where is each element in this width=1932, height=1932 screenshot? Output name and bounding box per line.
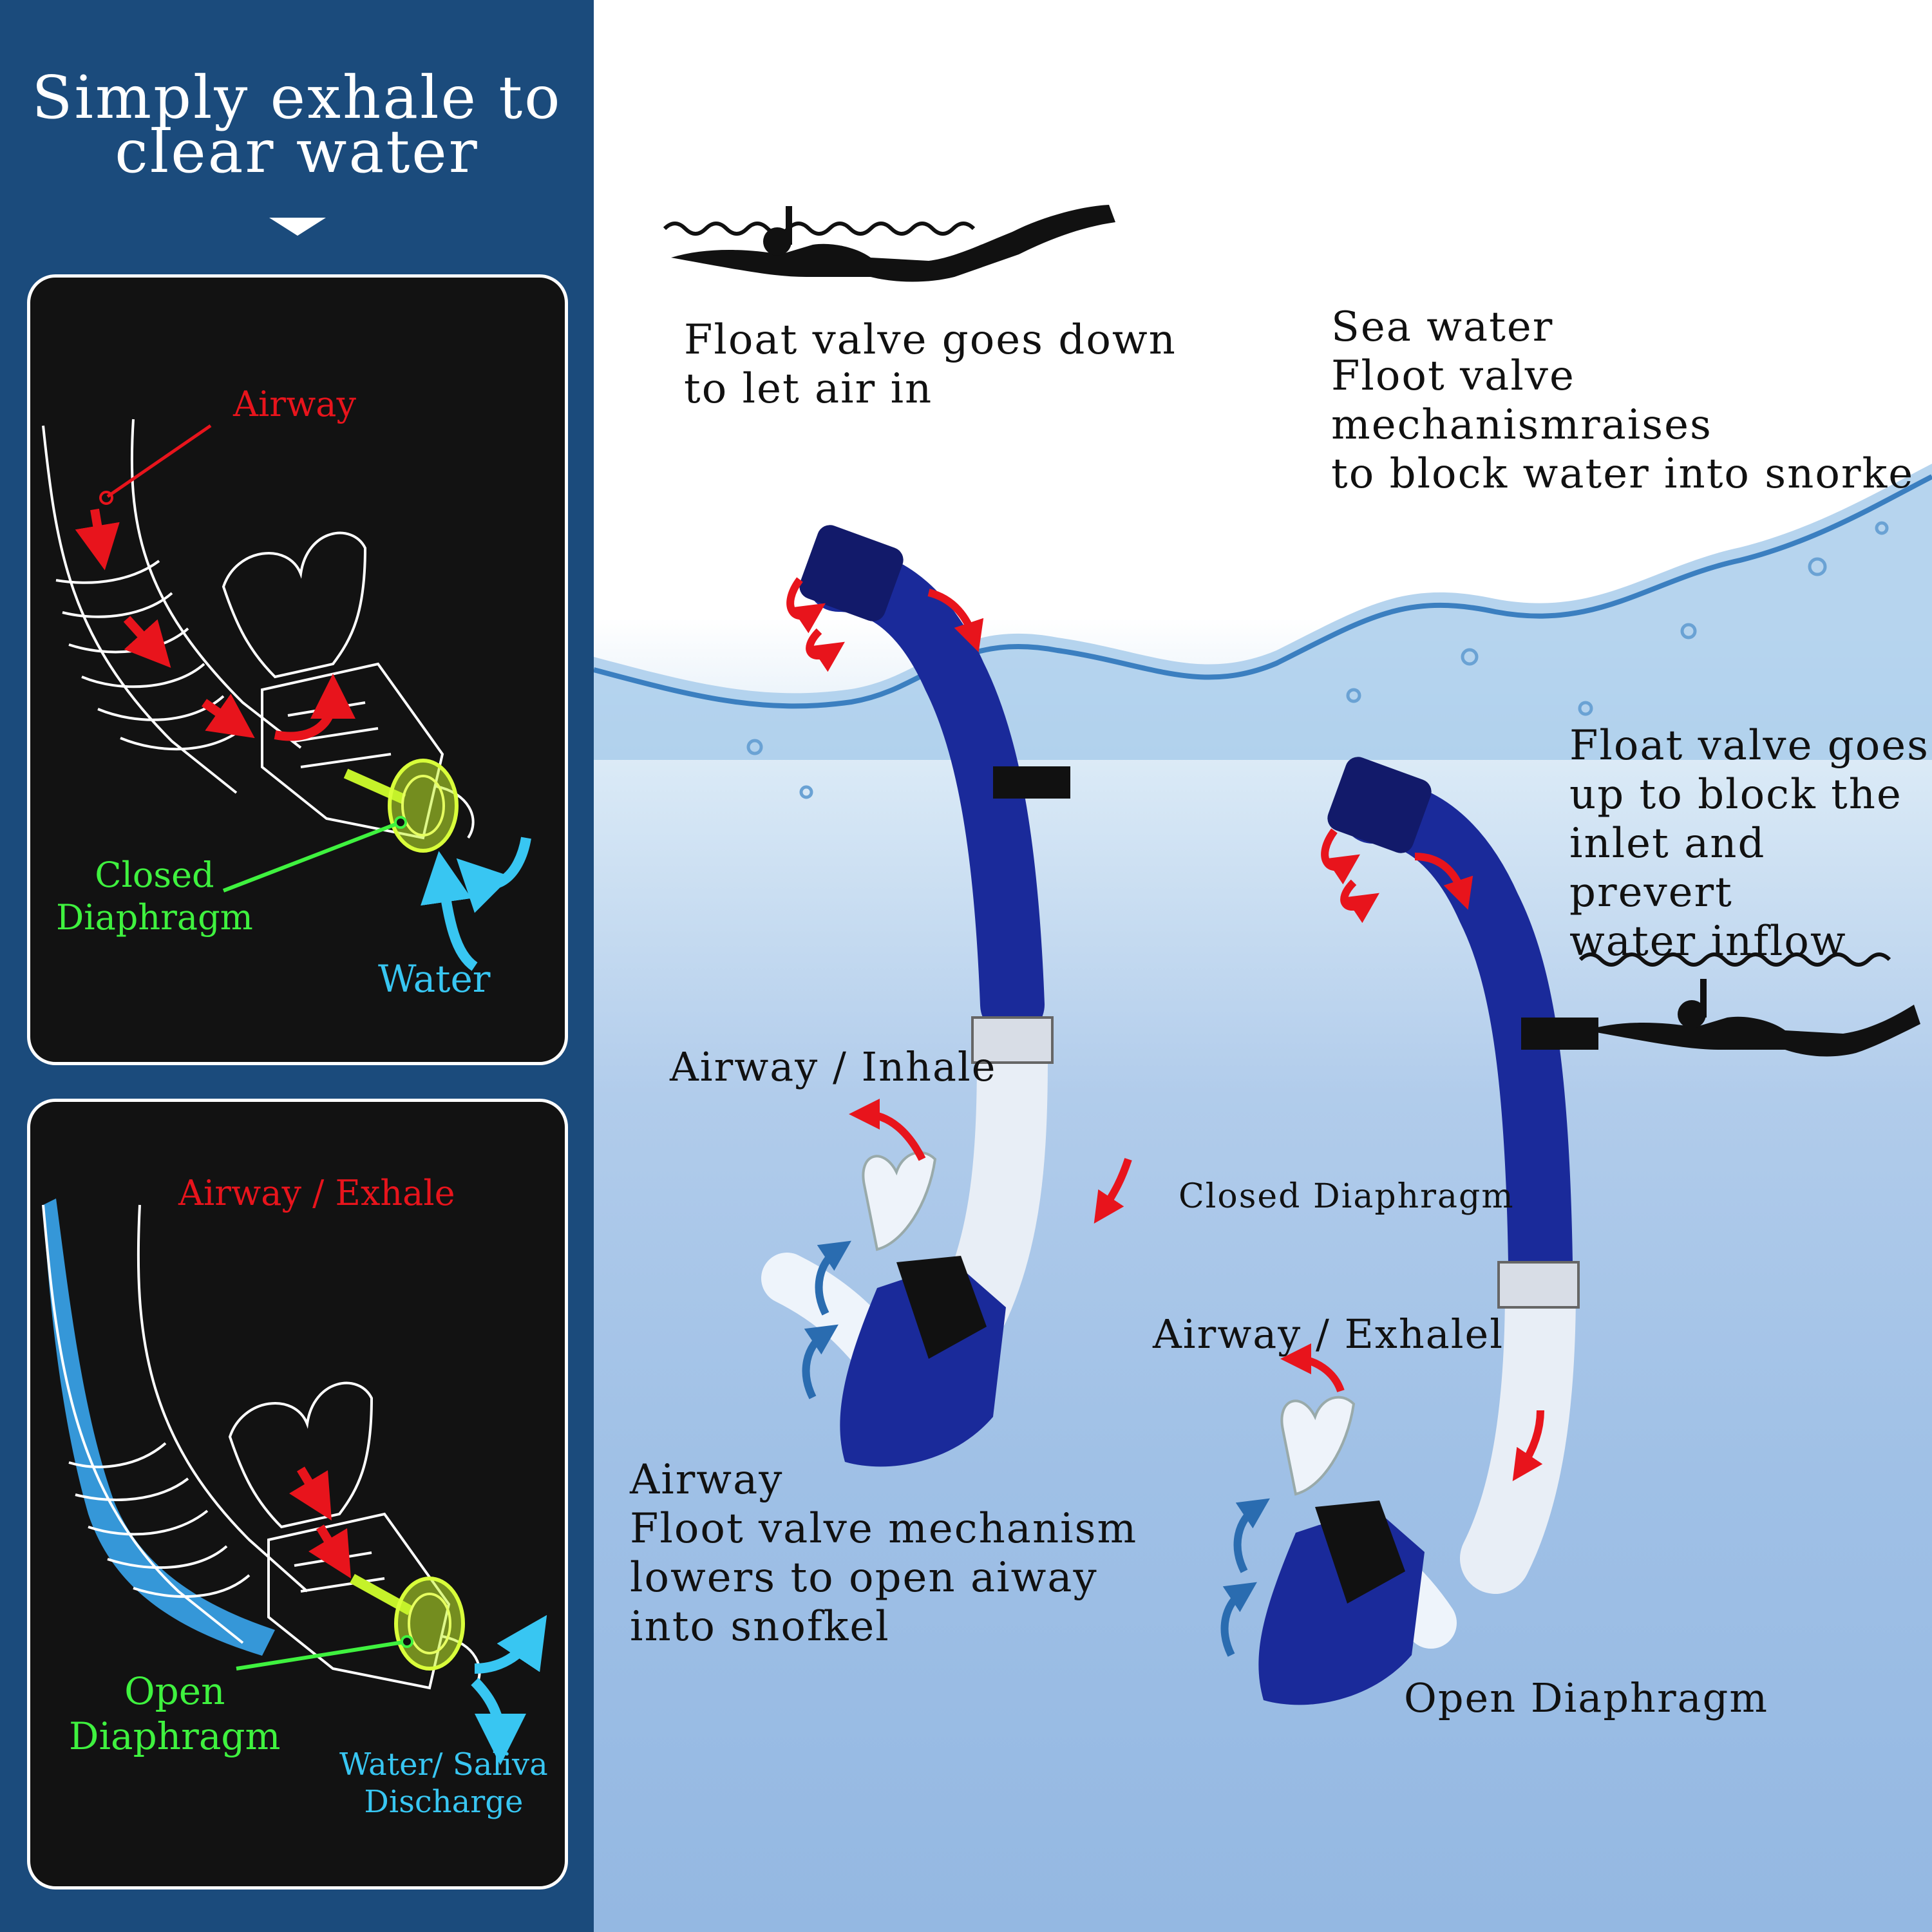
snorkel-scene: Float valve goes down to let air in Sea …: [594, 0, 1932, 1932]
water-label: Water: [378, 957, 491, 1001]
closed-diaphragm-label: Closed Diaphragm: [56, 855, 253, 938]
water-arrows: [421, 837, 531, 971]
airflow-arrows: [786, 577, 1544, 1481]
sea-water-text: Sea water Floot valve mechanismraises to…: [1331, 303, 1915, 498]
airway-inhale-label: Airway / Inhale: [670, 1043, 997, 1090]
snorkel-inhale: [761, 525, 1070, 1467]
closed-diaphragm-icon: [343, 759, 459, 853]
airway-exhale-label: Airway / Exhale: [178, 1173, 455, 1213]
float-up-text: Float valve goes up to block the inlet a…: [1569, 722, 1929, 965]
closed-diaphragm-card: Airway Closed Diaphragm Water: [27, 274, 568, 1065]
exhale-blue-arrows: [802, 1240, 1270, 1657]
airway-pointer-line: [106, 424, 212, 498]
closed-diaphragm-illustration: [42, 419, 531, 971]
discharge-label: Water/ Saliva Discharge: [339, 1747, 548, 1820]
open-diaphragm-icon: [350, 1574, 465, 1671]
airway-label: Airway: [233, 384, 357, 424]
headline: Simply exhale to clear water: [32, 63, 562, 186]
scene-illustration: [594, 205, 1932, 1705]
diaphragm-pointer-line: [236, 1640, 408, 1671]
exhale-arrows: [289, 1466, 352, 1579]
surface-wave-line: [1578, 952, 1891, 967]
water-fill: [43, 1198, 275, 1656]
surface-wave-line: [663, 222, 976, 236]
discharge-arrows: [471, 1615, 547, 1765]
open-diaphragm-card: Airway / Exhale Open Diaphragm Water/ Sa…: [27, 1099, 568, 1889]
swimmer-icon: [671, 205, 1115, 282]
airway-exhale-label: Airway / Exhalel: [1153, 1311, 1504, 1358]
caret-down-icon: [269, 218, 326, 236]
float-down-text: Float valve goes down to let air in: [684, 316, 1177, 413]
swimmer-icon: [1586, 979, 1920, 1057]
closed-diaphragm-label: Closed Diaphragm: [1179, 1177, 1515, 1216]
airway-open-text: Airway Floot valve mechanism lowers to o…: [630, 1456, 1138, 1651]
open-diaphragm-label: Open Diaphragm: [1404, 1674, 1769, 1721]
snorkel-exhale: [1258, 757, 1598, 1705]
open-diaphragm-illustration: [42, 1198, 547, 1765]
diaphragm-pointer-line: [222, 820, 402, 893]
open-diaphragm-label: Open Diaphragm: [69, 1669, 281, 1758]
airflow-arrows: [75, 508, 355, 741]
